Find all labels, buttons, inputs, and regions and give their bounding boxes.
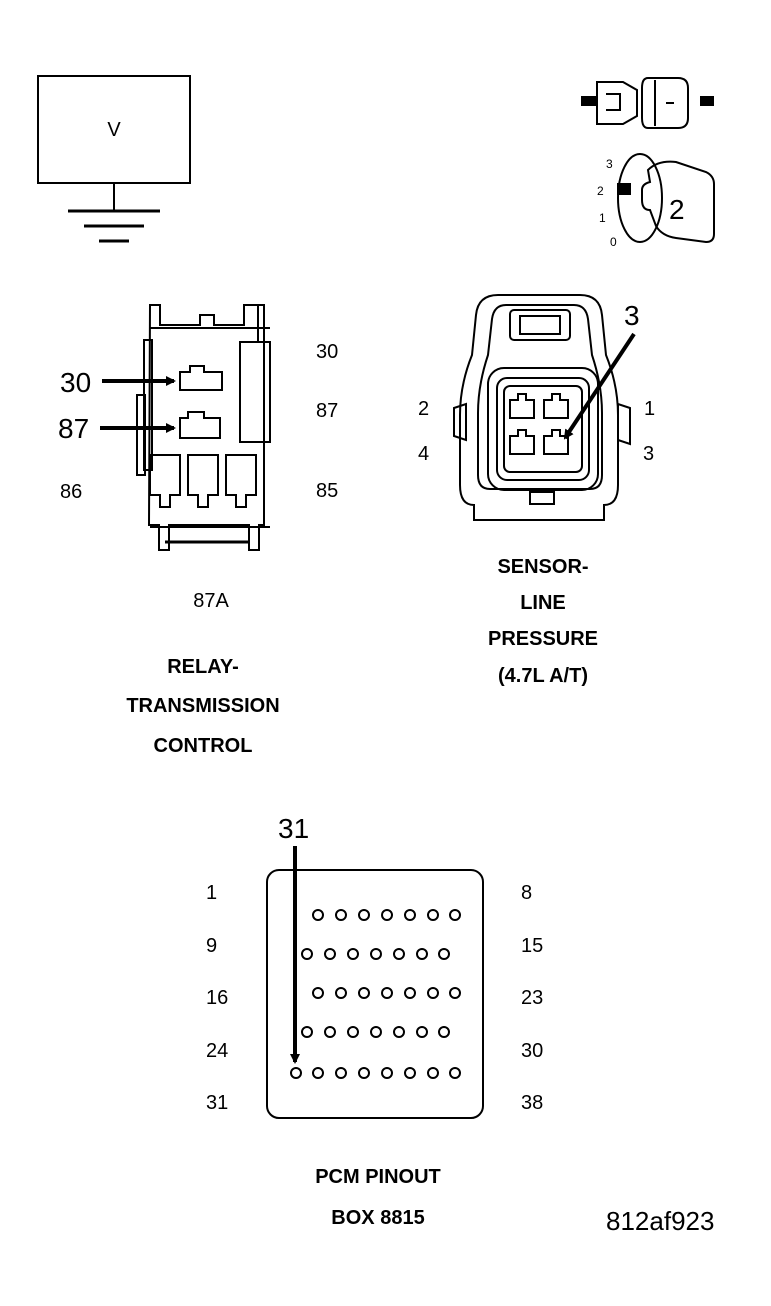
key-position-2: 2 [597, 184, 604, 198]
relay-connector-drawing [136, 304, 271, 551]
key-position-1: 1 [599, 211, 606, 225]
voltmeter-symbol: V [37, 75, 191, 243]
relay-callout-87: 87 [58, 413, 89, 444]
pcm-pin-hole [404, 909, 416, 921]
pcm-pin-hole [427, 987, 439, 999]
pcm-pin-hole [335, 987, 347, 999]
key-switch-icon: 3 2 1 0 2 [597, 153, 715, 249]
voltmeter-label: V [107, 119, 121, 141]
pcm-left-label-16: 16 [206, 987, 228, 1009]
sensor-terminal-4 [509, 429, 535, 455]
relay-terminal-86 [149, 454, 181, 508]
pcm-right-label-8: 8 [521, 882, 532, 904]
pcm-pin-hole [335, 909, 347, 921]
pcm-pin-hole [427, 909, 439, 921]
pcm-title-line-1: PCM PINOUT [315, 1166, 441, 1188]
sensor-pin-label-3: 3 [643, 443, 654, 465]
relay-terminal-87 [179, 411, 221, 439]
sensor-pin-label-4: 4 [418, 443, 429, 465]
sensor-connector-drawing [453, 294, 631, 521]
pcm-pin-hole [324, 948, 336, 960]
pcm-pin-hole [324, 1026, 336, 1038]
pcm-pin-hole [335, 1067, 347, 1079]
pcm-pin-hole [404, 1067, 416, 1079]
pcm-pin-hole [393, 948, 405, 960]
pcm-pin-hole [404, 987, 416, 999]
pcm-pin-hole [312, 1067, 324, 1079]
pcm-pin-hole [381, 1067, 393, 1079]
connector-icon [581, 77, 714, 129]
pcm-pin-hole [370, 1026, 382, 1038]
pcm-pin-hole [312, 987, 324, 999]
pcm-left-label-31: 31 [206, 1092, 228, 1114]
pcm-pin-hole [438, 1026, 450, 1038]
sensor-terminal-3 [543, 429, 569, 455]
pcm-pin-hole [301, 1026, 313, 1038]
pcm-right-label-23: 23 [521, 987, 543, 1009]
pcm-pin-hole [358, 909, 370, 921]
pcm-pin-hole [449, 909, 461, 921]
pcm-pin-hole [301, 948, 313, 960]
relay-title-line-1: RELAY- [167, 656, 239, 678]
relay-pin-label-87: 87 [316, 400, 338, 422]
pcm-pin-hole [358, 1067, 370, 1079]
pcm-pin-hole [416, 948, 428, 960]
pcm-pin-hole [449, 1067, 461, 1079]
pcm-left-label-1: 1 [206, 882, 217, 904]
relay-pin-label-87a: 87A [193, 590, 229, 612]
ground-icon [68, 209, 160, 243]
relay-pin-label-85: 85 [316, 480, 338, 502]
key-selected-position: 2 [669, 194, 685, 225]
pcm-pin-hole [416, 1026, 428, 1038]
sensor-terminal-2 [509, 393, 535, 419]
pcm-right-label-30: 30 [521, 1040, 543, 1062]
sensor-title-line-3: PRESSURE [488, 628, 598, 650]
pcm-pin-hole [381, 987, 393, 999]
relay-pin-label-30: 30 [316, 341, 338, 363]
pcm-pin-hole [347, 948, 359, 960]
pcm-connector-body [266, 869, 484, 1119]
reference-code: 812af923 [606, 1206, 714, 1236]
sensor-title-line-2: LINE [520, 592, 566, 614]
sensor-title-line-1: SENSOR- [497, 556, 588, 578]
pcm-pin-hole [290, 1067, 302, 1079]
sensor-callout-arrow [563, 332, 636, 440]
relay-terminal-30 [179, 365, 223, 391]
sensor-pin-label-1: 1 [644, 398, 655, 420]
sensor-terminal-1 [543, 393, 569, 419]
pcm-pin-hole [438, 948, 450, 960]
relay-terminal-87a [187, 454, 219, 508]
pcm-callout: 31 [278, 813, 309, 844]
sensor-callout: 3 [624, 300, 640, 331]
pcm-right-label-38: 38 [521, 1092, 543, 1114]
pcm-pin-hole [347, 1026, 359, 1038]
pcm-title-line-2: BOX 8815 [331, 1207, 424, 1229]
pcm-pin-hole [358, 987, 370, 999]
pcm-left-label-24: 24 [206, 1040, 228, 1062]
relay-title-line-2: TRANSMISSION [126, 695, 279, 717]
pcm-pin-hole [312, 909, 324, 921]
pcm-right-label-15: 15 [521, 935, 543, 957]
sensor-title-line-4: (4.7L A/T) [498, 665, 588, 687]
relay-terminal-85 [225, 454, 257, 508]
pcm-pin-hole [427, 1067, 439, 1079]
pcm-pin-hole [370, 948, 382, 960]
pcm-pin-hole [381, 909, 393, 921]
pcm-pin-grid [290, 909, 461, 1079]
key-position-0: 0 [610, 235, 617, 249]
pcm-pin-hole [449, 987, 461, 999]
pcm-left-label-9: 9 [206, 935, 217, 957]
relay-callout-30: 30 [60, 367, 91, 398]
key-position-3: 3 [606, 157, 613, 171]
relay-title-line-3: CONTROL [154, 735, 253, 757]
relay-pin-label-86: 86 [60, 481, 82, 503]
pcm-pin-hole [393, 1026, 405, 1038]
sensor-pin-label-2: 2 [418, 398, 429, 420]
